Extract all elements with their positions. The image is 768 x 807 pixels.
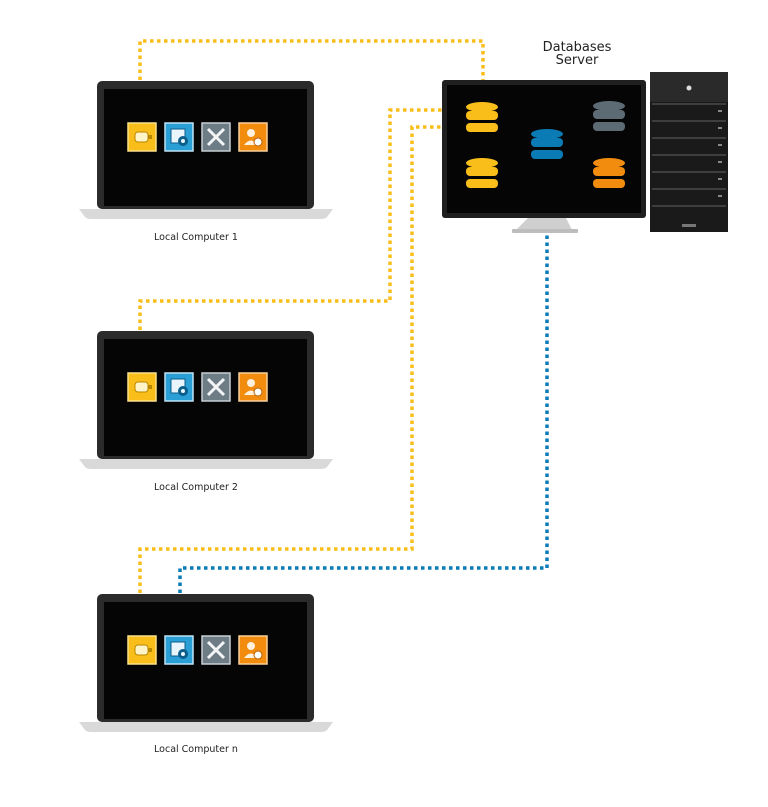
package-settings-icon (164, 372, 194, 402)
database-icon-gray (593, 101, 625, 131)
database-icon-yellow-bottom (466, 158, 498, 188)
laptop-1 (79, 81, 333, 219)
tower-power-light (686, 85, 692, 91)
laptop-base (79, 459, 333, 469)
user-clock-icon (238, 122, 268, 152)
tower-drive-bays (652, 103, 726, 207)
database-icon-orange (593, 158, 625, 188)
computer-1-label: Local Computer 1 (154, 232, 238, 243)
tools-icon (201, 372, 231, 402)
package-settings-icon (164, 122, 194, 152)
connection-computer-n-yellow (138, 125, 465, 635)
tower-bay-lights (718, 110, 722, 197)
user-clock-icon (238, 635, 268, 665)
server-title-line1: Databases (543, 40, 612, 55)
app-icons (127, 635, 268, 665)
connections (138, 39, 549, 635)
monitor-stand-base (512, 229, 578, 233)
laptop-base (79, 722, 333, 732)
tools-icon (201, 635, 231, 665)
user-clock-icon (238, 372, 268, 402)
laptop-2 (79, 331, 333, 469)
computer-n-label: Local Computer n (154, 744, 238, 755)
connector-icon (127, 122, 157, 152)
tower-footer (682, 224, 696, 227)
monitor-stand (516, 218, 572, 230)
app-icons (127, 122, 268, 152)
laptop-n (79, 594, 333, 732)
server-title-line2: Server (556, 53, 599, 68)
tools-icon (201, 122, 231, 152)
server-tower (650, 72, 728, 232)
database-icon-blue (531, 129, 563, 159)
package-settings-icon (164, 635, 194, 665)
laptop-base (79, 209, 333, 219)
connection-computer-1 (138, 39, 485, 122)
connector-icon (127, 635, 157, 665)
computer-2-label: Local Computer 2 (154, 482, 238, 493)
app-icons (127, 372, 268, 402)
database-icon-yellow-top (466, 102, 498, 132)
connector-icon (127, 372, 157, 402)
